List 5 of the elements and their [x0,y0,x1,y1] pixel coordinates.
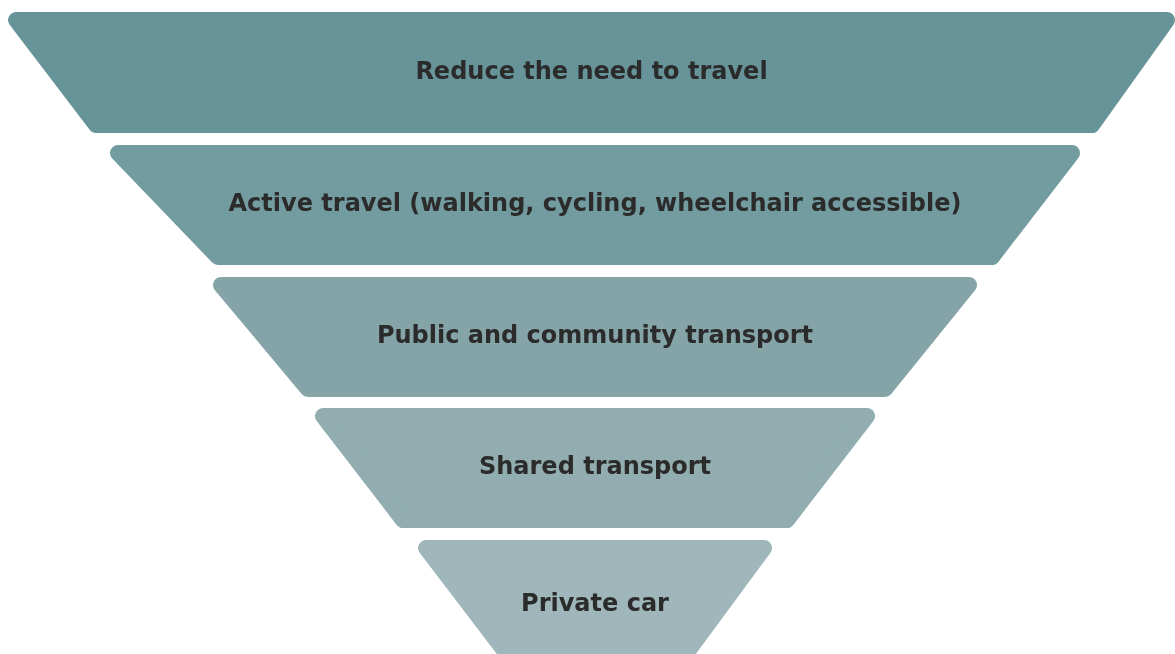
tier-label: Reduce the need to travel [414,56,769,85]
tier-label: Public and community transport [375,321,815,349]
tier-label: Private car [520,589,670,617]
tier-label: Shared transport [477,452,713,480]
tier-label: Active travel (walking, cycling, wheelchair accessible) [227,189,963,217]
